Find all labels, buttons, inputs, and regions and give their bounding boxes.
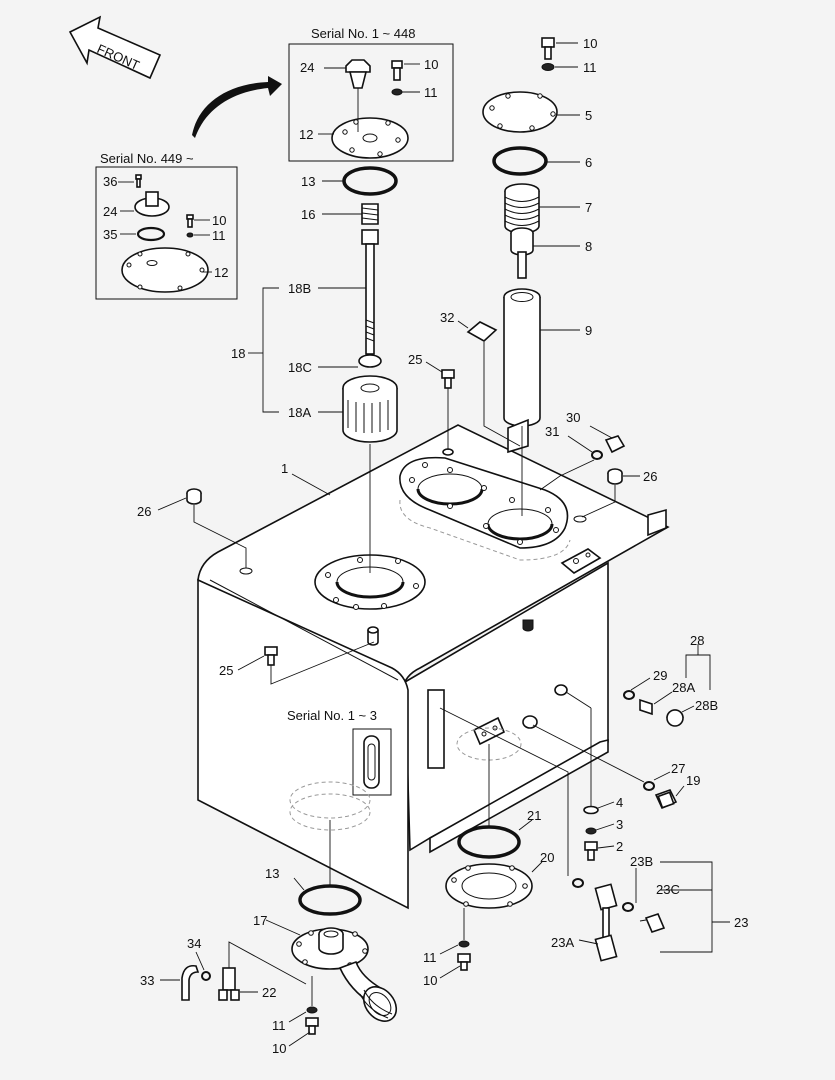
front-arrow: FRONT xyxy=(68,15,162,80)
filter-assembly-right: 10 11 5 6 7 8 9 32 xyxy=(440,36,597,427)
label-28: 28 xyxy=(690,633,704,648)
label-8: 8 xyxy=(585,239,592,254)
label-7: 7 xyxy=(585,200,592,215)
label-22: 22 xyxy=(262,985,276,1000)
flange-20-21: 21 20 11 10 xyxy=(423,808,554,988)
label-34: 34 xyxy=(187,936,201,951)
level-gauge-23: 23B 23C 23 23A xyxy=(439,707,748,962)
assembly-leaders xyxy=(329,342,523,885)
label-11: 11 xyxy=(424,85,438,100)
label-11b: 11 xyxy=(212,228,226,243)
label-18A: 18A xyxy=(288,405,311,420)
label-18: 18 xyxy=(231,346,245,361)
label-6: 6 xyxy=(585,155,592,170)
label-28A: 28A xyxy=(672,680,695,695)
suction-outlet-17: 13 17 11 10 22 34 33 xyxy=(140,866,398,1056)
serial-449-label: Serial No. 449 ~ xyxy=(100,151,194,166)
label-10c: 10 xyxy=(583,36,597,51)
label-36: 36 xyxy=(103,174,117,189)
label-23B: 23B xyxy=(630,854,653,869)
label-12b: 12 xyxy=(214,265,228,280)
bolt-25-front: 25 xyxy=(219,641,375,685)
label-19: 19 xyxy=(686,773,700,788)
label-23A: 23A xyxy=(551,935,574,950)
label-12: 12 xyxy=(299,127,313,142)
label-3: 3 xyxy=(616,817,623,832)
label-25b: 25 xyxy=(219,663,233,678)
serial-449-inset: Serial No. 449 ~ 36 24 35 10 11 12 xyxy=(95,151,238,300)
label-26b: 26 xyxy=(643,469,657,484)
label-13: 13 xyxy=(301,174,315,189)
fastener-stack-2-3-4: 4 3 2 xyxy=(565,691,623,861)
label-11e: 11 xyxy=(272,1018,286,1033)
label-18B: 18B xyxy=(288,281,311,296)
label-18C: 18C xyxy=(288,360,312,375)
label-11d: 11 xyxy=(423,950,437,965)
label-26a: 26 xyxy=(137,504,151,519)
label-30: 30 xyxy=(566,410,580,425)
serial-1-448-inset: Serial No. 1 ~ 448 24 10 11 12 xyxy=(288,26,454,162)
drain-plug-19: 27 19 xyxy=(532,724,700,810)
label-10d: 10 xyxy=(423,973,437,988)
label-29: 29 xyxy=(653,668,667,683)
label-10: 10 xyxy=(424,57,438,72)
label-21: 21 xyxy=(527,808,541,823)
plug-26-left: 26 xyxy=(137,488,247,568)
label-5: 5 xyxy=(585,108,592,123)
label-23: 23 xyxy=(734,915,748,930)
label-1: 1 xyxy=(281,461,288,476)
label-31: 31 xyxy=(545,424,559,439)
label-24: 24 xyxy=(300,60,314,75)
label-28B: 28B xyxy=(695,698,718,713)
label-10b: 10 xyxy=(212,213,226,228)
label-17: 17 xyxy=(253,913,267,928)
label-13b: 13 xyxy=(265,866,279,881)
serial-1-448-label: Serial No. 1 ~ 448 xyxy=(311,26,415,41)
plug-26-right: 26 30 31 xyxy=(539,410,657,518)
label-16: 16 xyxy=(301,207,315,222)
bolt-25-top: 25 xyxy=(408,352,455,389)
label-10e: 10 xyxy=(272,1041,286,1056)
hydraulic-tank-body: Serial No. 1 ~ 3 1 xyxy=(197,418,670,910)
label-27: 27 xyxy=(671,761,685,776)
label-24b: 24 xyxy=(103,204,117,219)
label-11c: 11 xyxy=(583,60,597,75)
breather-28: 28 29 28A 28B xyxy=(623,633,718,727)
label-20: 20 xyxy=(540,850,554,865)
serial-1-3-label: Serial No. 1 ~ 3 xyxy=(287,708,377,723)
label-25a: 25 xyxy=(408,352,422,367)
label-32: 32 xyxy=(440,310,454,325)
label-23C: 23C xyxy=(656,882,680,897)
label-33: 33 xyxy=(140,973,154,988)
callout-arrow xyxy=(192,76,282,138)
label-4: 4 xyxy=(616,795,623,810)
filter-assembly-left: 13 16 18B 18C 18A 18 xyxy=(231,166,398,443)
label-35: 35 xyxy=(103,227,117,242)
label-9: 9 xyxy=(585,323,592,338)
label-2: 2 xyxy=(616,839,623,854)
